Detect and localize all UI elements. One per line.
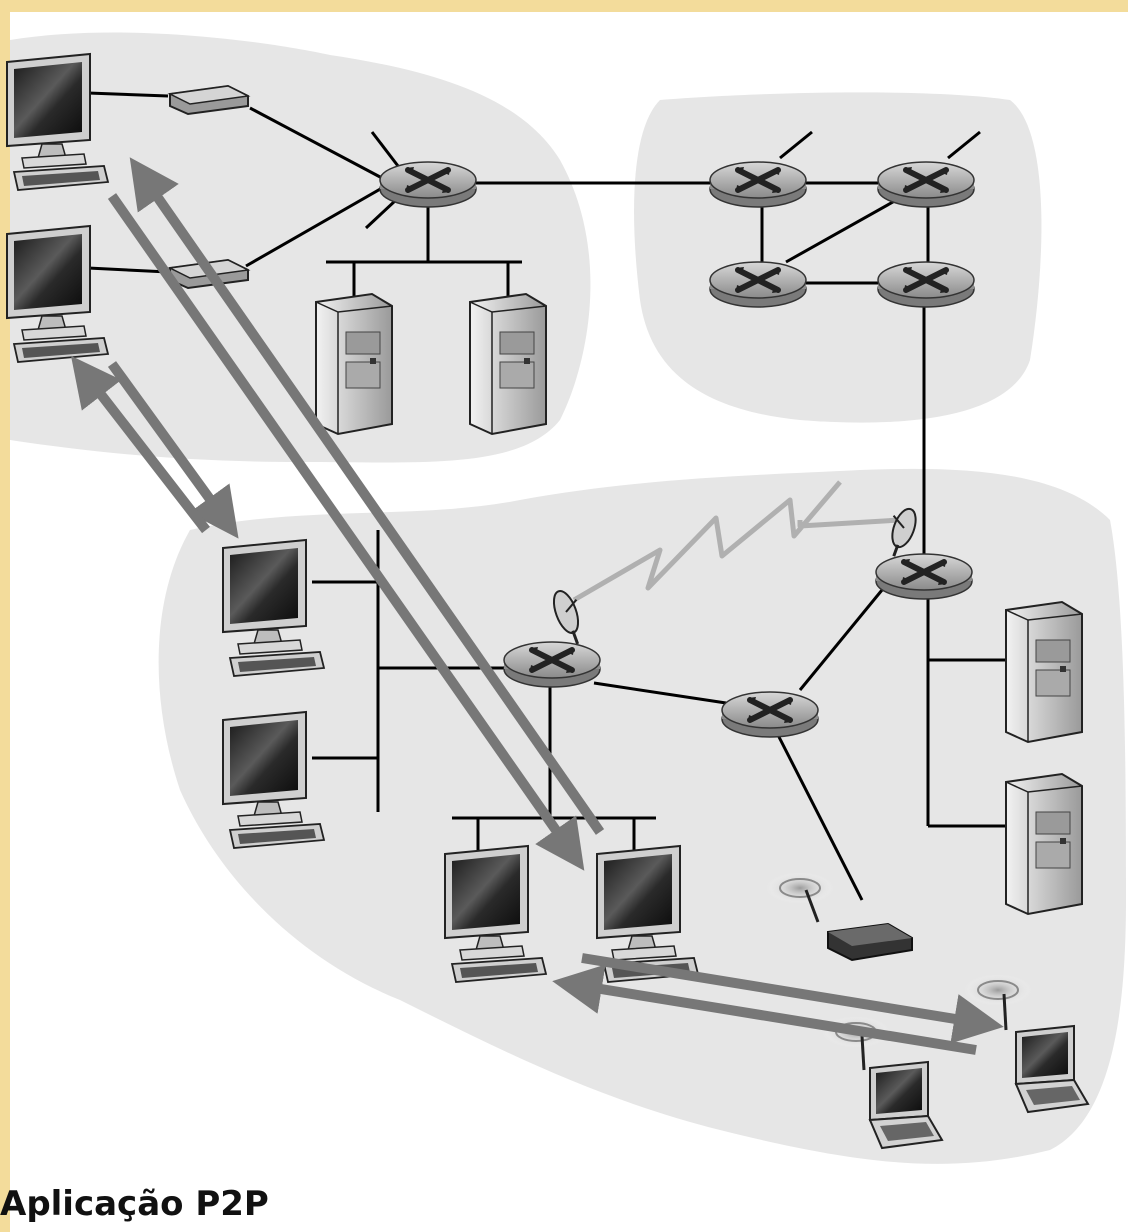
router-icon (710, 162, 806, 207)
server-icon (1005, 773, 1083, 915)
satellite-dish-icon (891, 507, 917, 557)
network-links (87, 91, 1006, 901)
network-region-bottom (158, 468, 1127, 1164)
router-icon (504, 642, 600, 687)
wireless-link-icon (572, 480, 901, 603)
network-region-top-left (10, 32, 591, 463)
router-icon (878, 262, 974, 307)
p2p-arrow (129, 157, 605, 835)
p2p-arrow (581, 953, 1004, 1044)
p2p-arrow (70, 355, 210, 534)
p2p-flow-arrows (70, 157, 1004, 1055)
access-point-icon (766, 872, 834, 923)
router-icon (710, 262, 806, 307)
network-region-top-right (634, 92, 1042, 423)
p2p-arrow (107, 361, 239, 539)
p2p-arrow (107, 193, 585, 871)
router-icon (722, 692, 818, 737)
server-icon (469, 293, 547, 435)
modem-icon (827, 922, 913, 962)
server-icon (1005, 601, 1083, 743)
satellite-dish-icon (552, 590, 580, 645)
server-icon (315, 293, 393, 435)
p2p-arrow (552, 964, 977, 1055)
router-icon (878, 162, 974, 207)
router-icon (380, 162, 476, 207)
router-icon (876, 554, 972, 599)
diagram-caption: Aplicação P2P (0, 1184, 269, 1224)
